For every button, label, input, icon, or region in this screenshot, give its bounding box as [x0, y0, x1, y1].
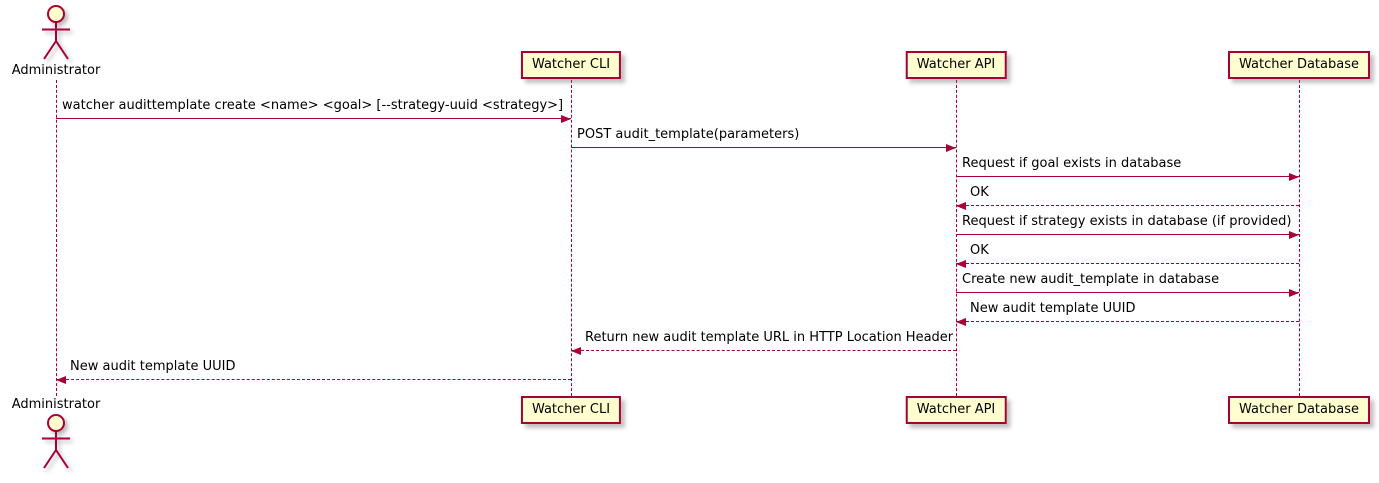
actor-icon [42, 5, 70, 60]
participant-watcher-database-top: Watcher Database [1228, 51, 1370, 79]
participant-watcher-api-top: Watcher API [905, 51, 1007, 79]
message-3-line [956, 176, 1299, 177]
lifeline-watcher-database [1298, 80, 1300, 396]
actor-label-administrator-bottom: Administrator [11, 397, 101, 412]
message-1-arrowhead [561, 114, 571, 123]
message-10-line [56, 379, 571, 380]
message-7-label: Create new audit_template in database [962, 272, 1220, 287]
actor-figure-administrator-bottom [34, 413, 78, 471]
actor-label-administrator-top: Administrator [11, 63, 101, 78]
message-5-label: Request if strategy exists in database (… [962, 214, 1292, 229]
message-2-label: POST audit_template(parameters) [577, 127, 800, 142]
actor-icon [42, 414, 70, 469]
lifeline-administrator [55, 80, 57, 396]
message-10-arrowhead [56, 375, 66, 384]
message-8-arrowhead [956, 317, 966, 326]
message-9-label: Return new audit template URL in HTTP Lo… [585, 330, 954, 345]
participant-watcher-api-bottom: Watcher API [905, 396, 1007, 424]
lifeline-watcher-cli [570, 80, 572, 396]
participant-watcher-cli-bottom: Watcher CLI [520, 396, 622, 424]
message-9-line [571, 350, 956, 351]
participant-watcher-cli-top: Watcher CLI [520, 51, 622, 79]
lifeline-watcher-api [955, 80, 957, 396]
message-9-arrowhead [571, 346, 581, 355]
message-2-line [571, 147, 956, 148]
message-4-label: OK [970, 185, 989, 200]
message-4-line [956, 205, 1299, 206]
participant-watcher-database-bottom: Watcher Database [1228, 396, 1370, 424]
message-8-label: New audit template UUID [970, 301, 1136, 316]
message-7-line [956, 292, 1299, 293]
message-5-line [956, 234, 1299, 235]
message-7-arrowhead [1289, 288, 1299, 297]
message-6-line [956, 263, 1299, 264]
message-4-arrowhead [956, 201, 966, 210]
message-6-label: OK [970, 243, 989, 258]
message-2-arrowhead [946, 143, 956, 152]
message-8-line [956, 321, 1299, 322]
message-3-arrowhead [1289, 172, 1299, 181]
message-1-label: watcher audittemplate create <name> <goa… [62, 98, 564, 113]
actor-figure-administrator-top [34, 4, 78, 62]
message-10-label: New audit template UUID [70, 359, 236, 374]
message-3-label: Request if goal exists in database [962, 156, 1182, 171]
message-1-line [56, 118, 571, 119]
message-5-arrowhead [1289, 230, 1299, 239]
message-6-arrowhead [956, 259, 966, 268]
